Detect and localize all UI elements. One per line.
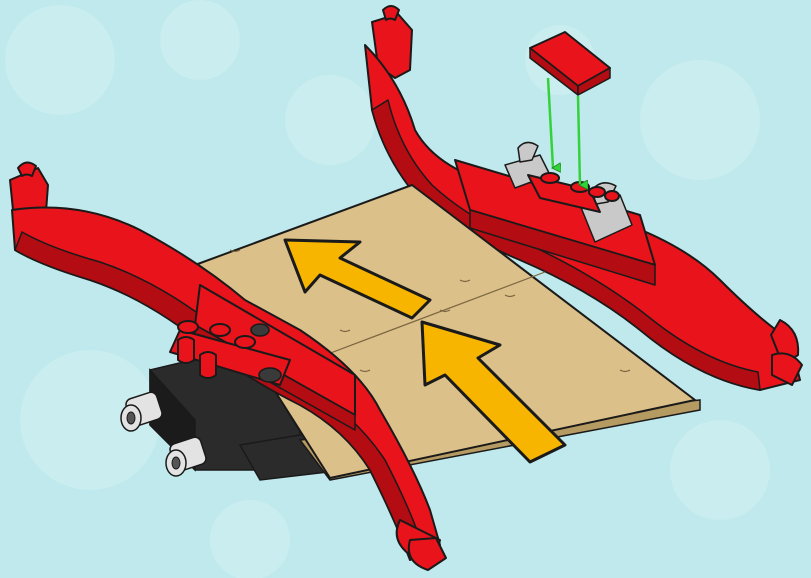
instruction-step-illustration xyxy=(0,0,811,578)
bridge-assembly-drawing xyxy=(0,0,811,578)
